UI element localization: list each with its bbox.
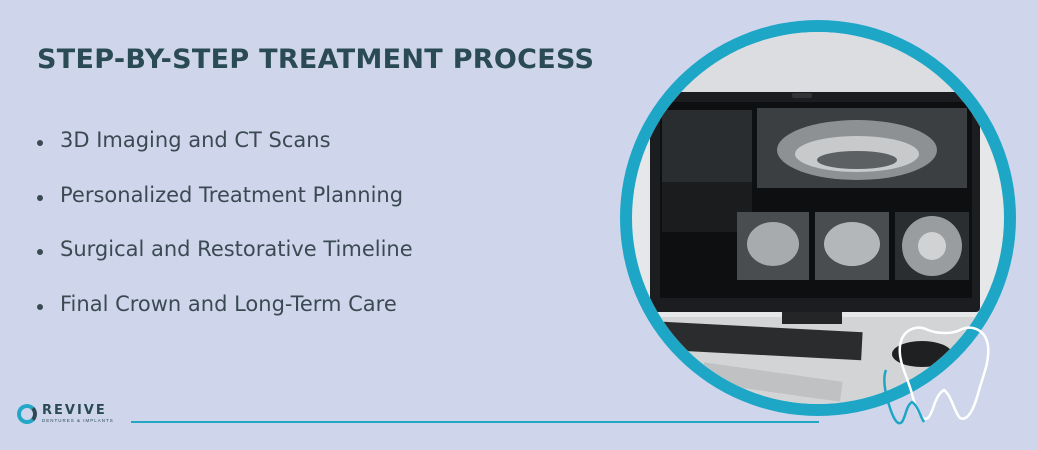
dental-ct-monitor-photo [632, 32, 1004, 404]
step-item: 3D Imaging and CT Scans [37, 128, 413, 183]
brand-logo: REVIVE DENTURES & IMPLANTS [17, 404, 114, 424]
monitor-illustration [632, 32, 1004, 404]
step-item: Surgical and Restorative Timeline [37, 237, 413, 292]
step-label: 3D Imaging and CT Scans [60, 128, 331, 152]
step-item: Personalized Treatment Planning [37, 183, 413, 238]
footer-divider [131, 421, 819, 423]
step-label: Final Crown and Long-Term Care [60, 291, 397, 316]
treatment-steps-list: 3D Imaging and CT Scans Personalized Tre… [37, 128, 413, 346]
step-item: Final Crown and Long-Term Care [37, 292, 413, 347]
brand-tagline: DENTURES & IMPLANTS [42, 418, 114, 424]
step-label: Surgical and Restorative Timeline [60, 237, 413, 261]
photo-frame [620, 20, 1016, 416]
step-label: Personalized Treatment Planning [60, 182, 404, 207]
tooth-outline-icon [883, 326, 990, 425]
brand-name: REVIVE [42, 403, 107, 419]
page-title: STEP-BY-STEP TREATMENT PROCESS [37, 44, 595, 75]
revive-logo-icon [17, 404, 37, 424]
